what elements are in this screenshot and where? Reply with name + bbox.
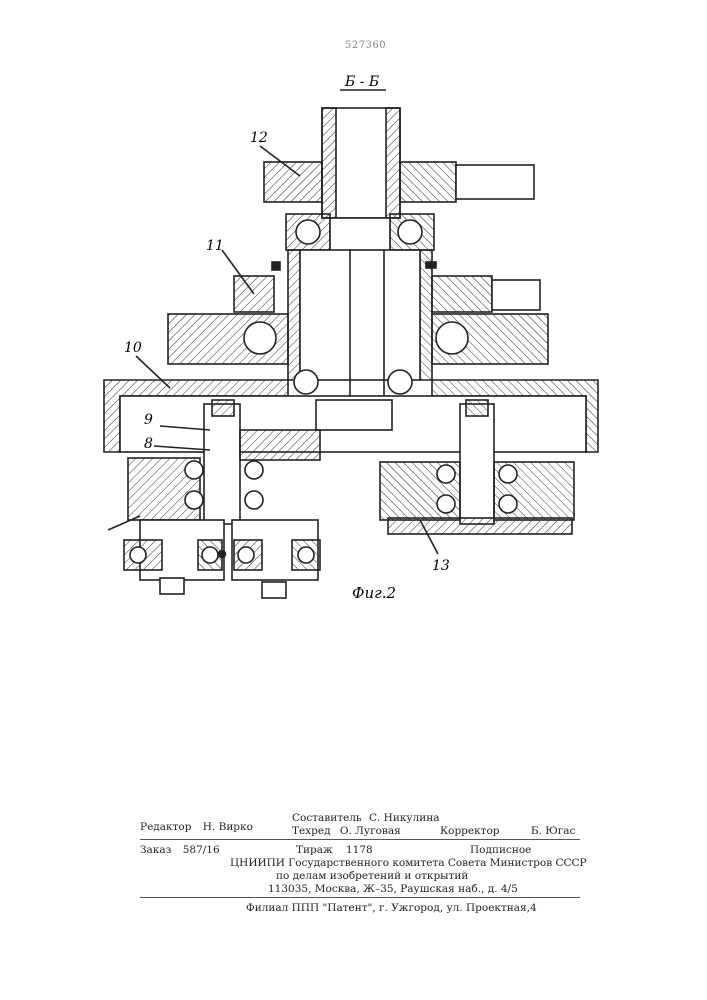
part-label-13: 13 <box>432 558 450 574</box>
part-label-10: 10 <box>124 340 142 356</box>
editor-label: Редактор <box>140 821 191 833</box>
imprint-divider-top <box>140 839 580 840</box>
compiler-label: Составитель <box>292 812 362 824</box>
org-line-2: по делам изобретений и открытий <box>276 869 468 883</box>
order-label: Заказ <box>140 844 171 856</box>
corrector-name: Б. Югас <box>531 825 576 837</box>
compiler-name: С. Никулина <box>369 812 440 824</box>
section-label: Б - Б <box>344 74 379 90</box>
circulation-value: 1178 <box>346 844 373 856</box>
editor-line: Редактор Н. Вирко <box>140 820 253 834</box>
part-label-12: 12 <box>250 130 268 146</box>
part-label-11: 11 <box>206 238 224 254</box>
branch-line: Филиал ППП "Патент", г. Ужгород, ул. Про… <box>246 901 537 915</box>
editor-name: Н. Вирко <box>203 821 253 833</box>
order-value: 587/16 <box>183 844 220 856</box>
org-address: 113035, Москва, Ж–35, Раушская наб., д. … <box>268 882 518 896</box>
circulation-line: Тираж 1178 <box>296 843 373 857</box>
org-line-1: ЦНИИПИ Государственного комитета Совета … <box>230 856 587 870</box>
imprint-divider-bottom <box>140 897 580 898</box>
subscription-label: Подписное <box>470 843 531 857</box>
mechanical-section-drawing: Б - Б 12 11 10 9 8 13 Фиг.2 <box>0 0 707 640</box>
part-label-9: 9 <box>144 412 153 428</box>
figure-caption: Фиг.2 <box>352 584 396 602</box>
corrector-line: Корректор Б. Югас <box>440 824 575 838</box>
compiler-line: Составитель С. Никулина <box>292 811 440 825</box>
techred-name: О. Луговая <box>340 825 401 837</box>
circulation-label: Тираж <box>296 844 333 856</box>
techred-label: Техред <box>292 825 331 837</box>
part-label-8: 8 <box>144 436 153 452</box>
order-line: Заказ 587/16 <box>140 843 220 857</box>
techred-line: Техред О. Луговая <box>292 824 401 838</box>
corrector-label: Корректор <box>440 825 500 837</box>
